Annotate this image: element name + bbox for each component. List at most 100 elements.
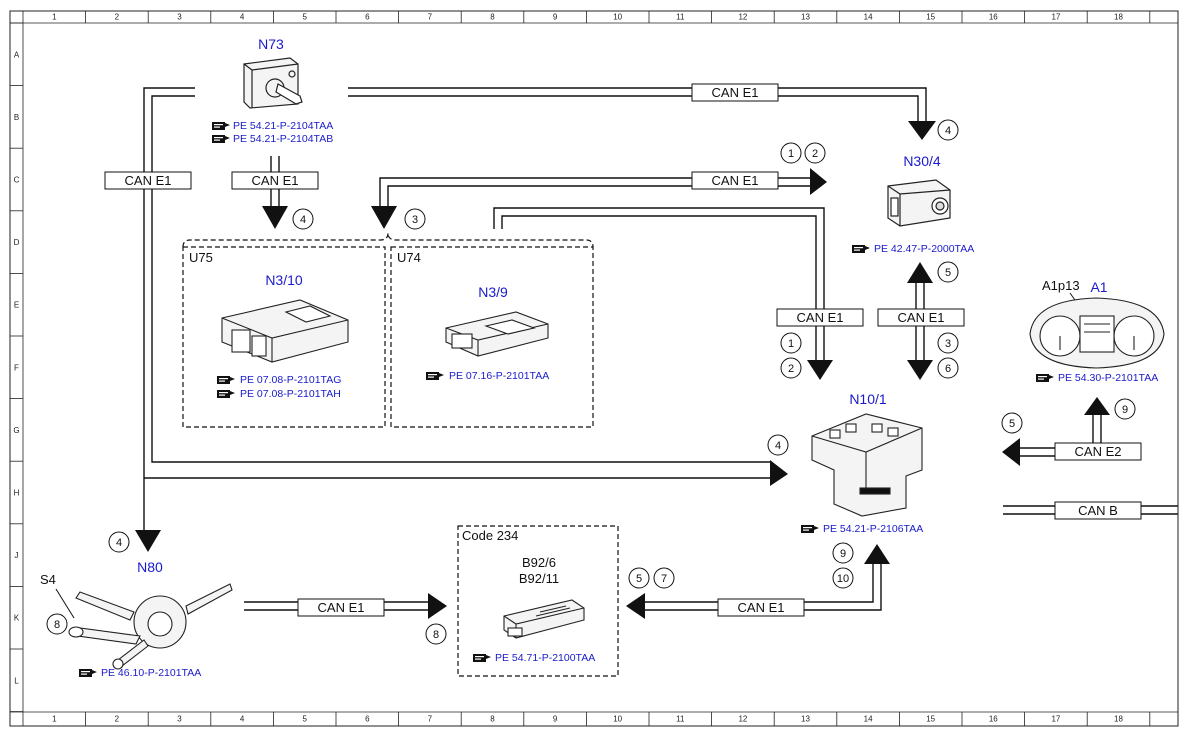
bus-label: CAN E1: [717, 598, 805, 617]
ruler-row: E: [14, 301, 19, 310]
ruler-col-bottom: 14: [864, 715, 873, 724]
ruler-col-top: 11: [676, 13, 685, 22]
ruler-col-top: 5: [302, 13, 307, 22]
marker-2: 2: [804, 142, 826, 164]
svg-text:8: 8: [433, 629, 439, 641]
n30-4-label: N30/4: [903, 153, 941, 169]
arrow-right-code234: [428, 593, 447, 619]
ruler-col-bottom: 7: [428, 715, 433, 724]
n30-4-ref[interactable]: PE 42.47-P-2000TAA: [874, 243, 974, 255]
ruler-row: F: [14, 363, 19, 372]
marker-9: 9: [1114, 398, 1136, 420]
ruler-row: G: [13, 426, 19, 435]
n80-ref[interactable]: PE 46.10-P-2101TAA: [101, 667, 201, 679]
arrow-down-u75: [262, 206, 288, 229]
ruler-col-top: 8: [490, 13, 495, 22]
ruler-col-top: 15: [926, 13, 935, 22]
n73-ref-1[interactable]: PE 54.21-P-2104TAA: [233, 120, 333, 132]
ruler-col-bottom: 5: [302, 715, 307, 724]
marker-7: 7: [653, 567, 675, 589]
code234-ref[interactable]: PE 54.71-P-2100TAA: [495, 652, 595, 664]
n3-10-ref-1[interactable]: PE 07.08-P-2101TAG: [240, 374, 341, 386]
component-n10-1[interactable]: N10/1 PE 54.21-P-2106TAA: [801, 391, 923, 535]
svg-text:10: 10: [837, 573, 849, 585]
svg-text:4: 4: [945, 125, 951, 137]
svg-text:1: 1: [788, 338, 794, 350]
component-a1[interactable]: A1p13 A1 PE 54.30-P-2101TAA: [1029, 278, 1165, 384]
steering-column-module-icon: [68, 583, 233, 670]
bus-label-text: CAN E1: [252, 173, 299, 188]
bus-label-text: CAN E2: [1075, 444, 1122, 459]
component-u75[interactable]: U75 N3/10 PE 07.08-P-2101TAG PE 07.08-P-…: [189, 250, 349, 400]
marker-9: 9: [832, 542, 854, 564]
ruler-col-top: 4: [240, 13, 245, 22]
arrow-down-u74: [371, 206, 397, 229]
ruler-col-bottom: 4: [240, 715, 245, 724]
ruler-row: J: [15, 551, 19, 560]
bus-label-text: CAN E1: [318, 600, 365, 615]
svg-text:1: 1: [788, 148, 794, 160]
ruler-col-bottom: 3: [177, 715, 182, 724]
n3-9-ref[interactable]: PE 07.16-P-2101TAA: [449, 370, 549, 382]
ruler-col-top: 3: [177, 13, 182, 22]
n3-10-ref-2[interactable]: PE 07.08-P-2101TAH: [240, 388, 341, 400]
component-n30-4[interactable]: N30/4 PE 42.47-P-2000TAA: [852, 153, 974, 255]
b92-6-label: B92/6: [522, 555, 556, 570]
marker-4: 4: [292, 208, 314, 230]
engine-ecu-icon: [221, 299, 349, 363]
ruler-col-bottom: 8: [490, 715, 495, 724]
u74-frame: [390, 246, 594, 428]
ruler-row: C: [14, 176, 20, 185]
frame: [9, 10, 1179, 727]
component-u74[interactable]: U74 N3/9 PE 07.16-P-2101TAA: [397, 250, 549, 382]
svg-text:4: 4: [775, 440, 781, 452]
ruler-col-bottom: 6: [365, 715, 370, 724]
marker-2: 2: [780, 357, 802, 379]
ruler-col-top: 17: [1051, 13, 1060, 22]
n10-1-ref[interactable]: PE 54.21-P-2106TAA: [823, 523, 923, 535]
ruler-row: A: [14, 50, 20, 59]
ruler-col-bottom: 11: [676, 715, 685, 724]
component-code-234[interactable]: Code 234 B92/6 B92/11 PE 54.71-P-2100TAA: [462, 528, 595, 664]
n3-10-label: N3/10: [265, 272, 303, 288]
transmission-ecu-icon: [445, 311, 549, 357]
arrow-down-n10-1b: [907, 360, 933, 380]
marker-5: 5: [628, 567, 650, 589]
ruler-col-top: 7: [428, 13, 433, 22]
bus-label-text: CAN E1: [712, 85, 759, 100]
marker-10: 10: [832, 567, 854, 589]
svg-text:5: 5: [945, 267, 951, 279]
bus-label: CAN E1: [297, 598, 385, 617]
bus-label-text: CAN B: [1078, 503, 1118, 518]
u75-frame: [182, 246, 386, 428]
component-n80[interactable]: N80 S4 PE 46.10-P-2101TAA: [40, 559, 233, 679]
ruler-col-top: 14: [864, 13, 873, 22]
svg-text:6: 6: [945, 363, 951, 375]
arrow-down-n10-1: [807, 360, 833, 380]
arrow-down-n80: [135, 530, 161, 552]
marker-3: 3: [937, 332, 959, 354]
svg-text:4: 4: [116, 537, 122, 549]
bus-labels: CAN E1 CAN E1 CAN E1 CAN E1 CAN E1 CAN E…: [104, 83, 1142, 617]
marker-8: 8: [425, 623, 447, 645]
group-brace: [182, 232, 594, 248]
ruler-row: D: [14, 238, 20, 247]
marker-4: 4: [767, 434, 789, 456]
code234-label: Code 234: [462, 528, 518, 543]
bus-label: CAN E1: [231, 171, 319, 190]
ruler-col-bottom: 9: [553, 715, 558, 724]
svg-text:8: 8: [54, 619, 60, 631]
marker-4: 4: [108, 531, 130, 553]
component-n73[interactable]: N73 PE 54.21-P-2104TAA PE 54.21-P-2104TA…: [212, 36, 333, 145]
a1-ref[interactable]: PE 54.30-P-2101TAA: [1058, 372, 1158, 384]
svg-text:9: 9: [1122, 404, 1128, 416]
a1-label: A1: [1090, 279, 1107, 295]
n80-label: N80: [137, 559, 163, 575]
n73-ref-2[interactable]: PE 54.21-P-2104TAB: [233, 133, 333, 145]
svg-text:5: 5: [636, 573, 642, 585]
svg-text:5: 5: [1009, 418, 1015, 430]
bus-label-text: CAN E1: [738, 600, 785, 615]
marker-3: 3: [404, 208, 426, 230]
marker-5: 5: [937, 261, 959, 283]
